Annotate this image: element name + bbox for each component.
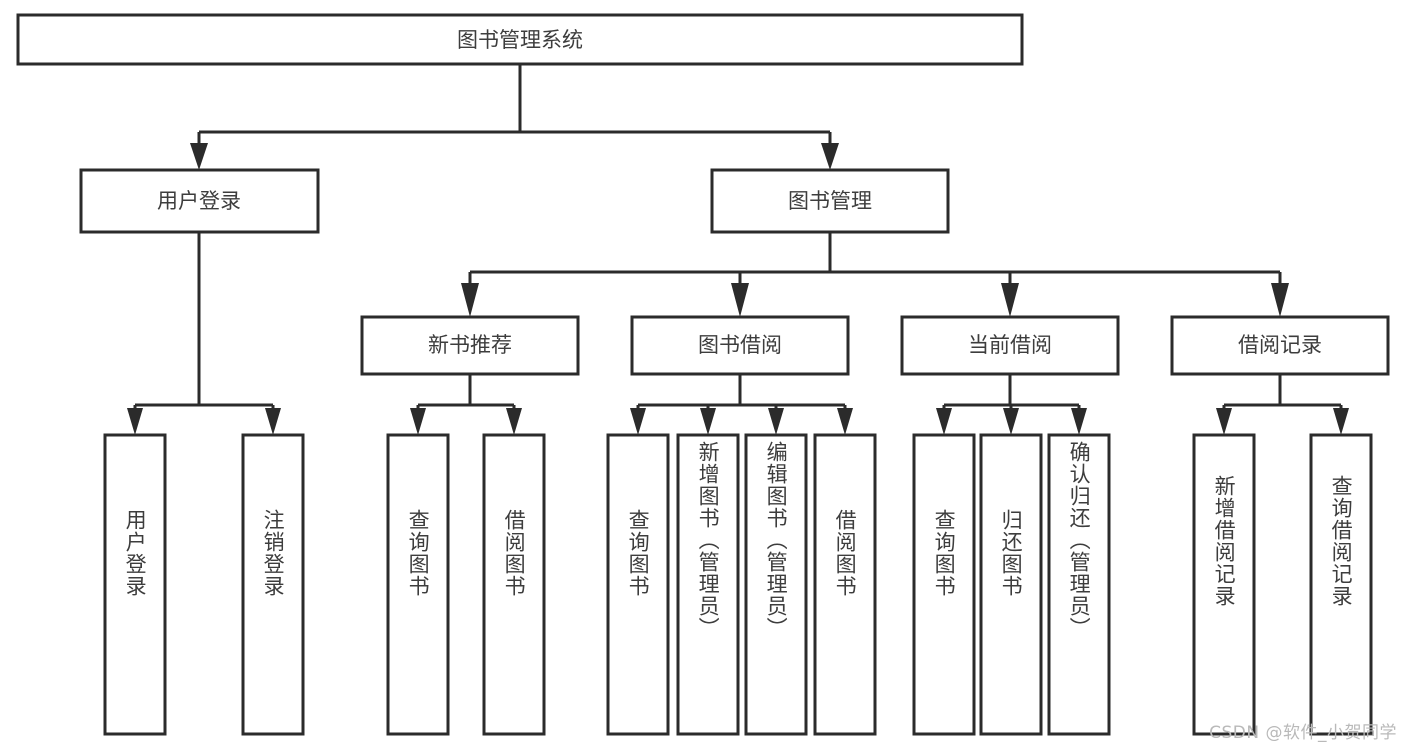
arrow-cb-leaf-2 — [1003, 408, 1019, 435]
node-leaf-query-book-2[interactable] — [606, 433, 670, 736]
arrow-bb-leaf-3 — [768, 408, 784, 435]
arrow-bm-new-book — [461, 283, 479, 317]
connector-group-root — [190, 64, 839, 170]
node-book-borrow-label: 图书借阅 — [698, 333, 782, 357]
node-leaf-return-book[interactable] — [979, 433, 1043, 736]
node-leaf-user-login[interactable] — [103, 433, 167, 736]
node-leaf-add-record[interactable] — [1192, 433, 1256, 736]
arrow-cb-leaf-1 — [936, 408, 952, 435]
connector-group-borrow-record — [1216, 374, 1349, 435]
node-new-book-recommend-label: 新书推荐 — [428, 333, 512, 357]
arrow-bm-current-borrow — [1001, 283, 1019, 317]
arrow-root-to-user-login — [190, 143, 208, 170]
node-new-book-recommend[interactable] — [360, 315, 580, 376]
connector-group-book-manage — [461, 232, 1289, 317]
node-book-manage[interactable] — [710, 168, 950, 234]
arrow-user-login-leaf-2 — [265, 408, 281, 435]
arrow-br-leaf-1 — [1216, 408, 1232, 435]
node-leaf-query-book-1[interactable] — [386, 433, 450, 736]
arrow-nbr-leaf-1 — [410, 408, 426, 435]
node-user-login[interactable] — [79, 168, 320, 234]
connector-group-user-login — [127, 232, 281, 435]
node-borrow-record-label: 借阅记录 — [1238, 333, 1322, 357]
node-leaf-query-record[interactable] — [1309, 433, 1373, 736]
node-root-label: 图书管理系统 — [457, 28, 583, 52]
arrow-nbr-leaf-2 — [506, 408, 522, 435]
arrow-user-login-leaf-1 — [127, 408, 143, 435]
node-leaf-borrow-book-2[interactable] — [813, 433, 877, 736]
connector-group-current-borrow — [936, 374, 1087, 435]
connector-group-new-book-recommend — [410, 374, 522, 435]
node-current-borrow[interactable] — [900, 315, 1120, 376]
node-book-borrow[interactable] — [630, 315, 850, 376]
node-user-login-label: 用户登录 — [157, 189, 241, 213]
arrow-bm-borrow-record — [1271, 283, 1289, 317]
node-leaf-add-book[interactable] — [676, 433, 740, 736]
arrow-bb-leaf-2 — [700, 408, 716, 435]
arrow-bb-leaf-4 — [837, 408, 853, 435]
node-leaf-confirm-return[interactable] — [1047, 433, 1111, 736]
arrow-bb-leaf-1 — [630, 408, 646, 435]
arrow-br-leaf-2 — [1333, 408, 1349, 435]
arrow-cb-leaf-3 — [1071, 408, 1087, 435]
node-leaf-borrow-book-1[interactable] — [482, 433, 546, 736]
node-leaf-query-book-3[interactable] — [912, 433, 976, 736]
node-current-borrow-label: 当前借阅 — [968, 333, 1052, 357]
node-leaf-edit-book[interactable] — [744, 433, 808, 736]
arrow-bm-book-borrow — [731, 283, 749, 317]
node-book-manage-label: 图书管理 — [788, 189, 872, 213]
connector-group-book-borrow — [630, 374, 853, 435]
node-borrow-record[interactable] — [1170, 315, 1390, 376]
arrow-root-to-book-manage — [821, 143, 839, 170]
node-leaf-logout-login[interactable] — [241, 433, 305, 736]
node-root[interactable] — [16, 13, 1024, 66]
